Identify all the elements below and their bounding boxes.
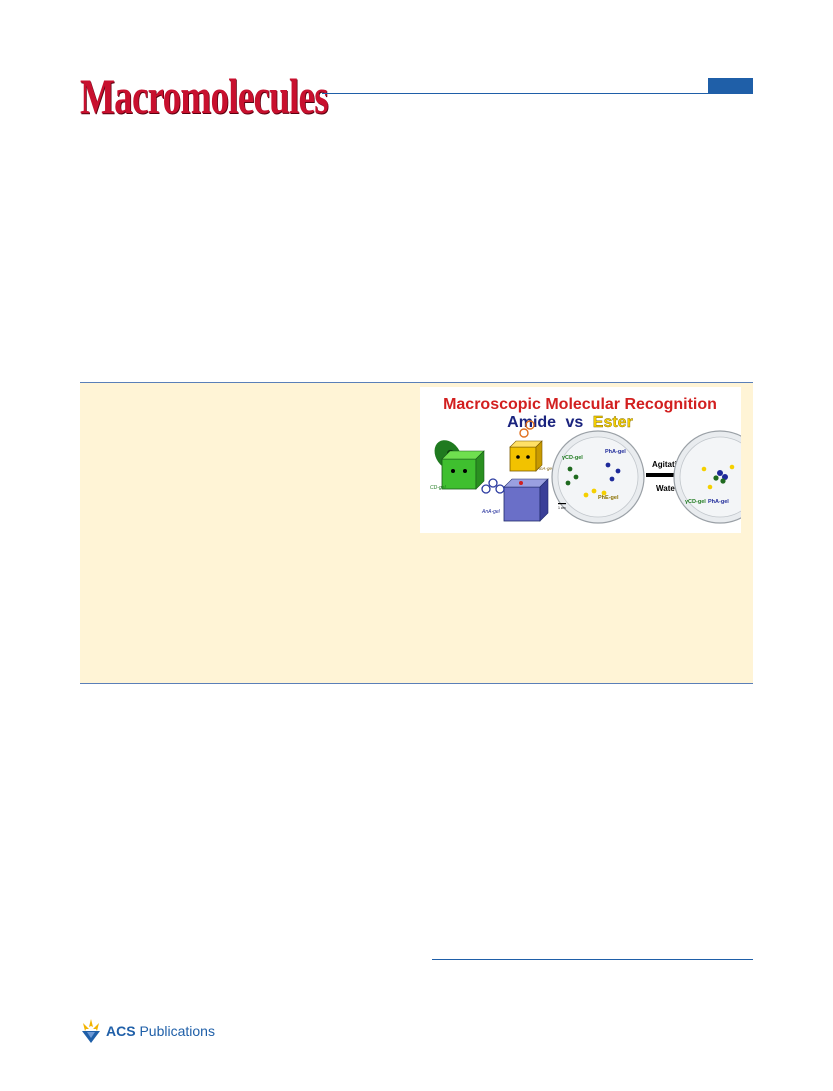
dish-right-label-cd: γCD-gel: [685, 499, 706, 505]
green-gel-dot: [565, 480, 571, 486]
dish-left-label-phe: PhE-gel: [598, 495, 619, 501]
publisher-logo: ACS Publications: [80, 1018, 215, 1044]
green-cube-eye: [451, 469, 455, 473]
toc-graphic-svg: Macroscopic Molecular Recognition Amide …: [430, 396, 741, 524]
green-gel-dot: [567, 466, 573, 472]
petri-dish-left-inner: [557, 436, 639, 518]
label-aa-gel: AnA-gel: [481, 509, 501, 515]
acs-logo-icon: [82, 1019, 100, 1043]
yellow-cube-side: [535, 440, 543, 472]
label-ant-gel: AnA-gel: [536, 466, 554, 471]
dish-right-label-pha: PhA-gel: [708, 499, 729, 505]
yellow-gel-dot: [729, 464, 735, 470]
yellow-cube-eye: [526, 455, 530, 459]
yellow-gel-dot: [601, 490, 607, 496]
yellow-gel-dot: [583, 492, 589, 498]
blue-gel-cube: [503, 486, 541, 522]
petri-dish-right-inner: [679, 436, 741, 518]
publisher-name: ACS Publications: [106, 1023, 215, 1039]
journal-title: Macromolecules: [80, 68, 329, 124]
scale-bar-label: 1 cm: [558, 506, 566, 510]
green-gel-cube: [441, 458, 477, 490]
footnote-rule: [432, 959, 753, 960]
blue-gel-dot: [605, 462, 611, 468]
aggregate-dot: [717, 470, 723, 476]
anthracene-ring-icon: [481, 484, 491, 494]
dish-left-label-pha: PhA-gel: [605, 449, 626, 455]
yellow-gel-dot: [591, 488, 597, 494]
blue-gel-dot: [609, 476, 615, 482]
aggregate-dot: [720, 478, 726, 484]
yellow-gel-dot: [701, 466, 707, 472]
green-cube-eye: [463, 469, 467, 473]
green-cube-side: [475, 450, 485, 490]
phenyl-ring-icon: [519, 428, 529, 438]
header-tab: [708, 78, 753, 94]
publisher-name-rest: Publications: [135, 1023, 215, 1039]
blue-cube-side: [539, 478, 549, 522]
toc-subtitle-amide: Amide: [507, 414, 556, 431]
label-cd-gel: CD-gel: [430, 485, 446, 491]
anthracene-ring-icon: [495, 484, 505, 494]
yellow-gel-cube: [509, 446, 537, 472]
amide-group-icon: [519, 481, 523, 485]
toc-subtitle-vs: vs: [566, 414, 584, 431]
toc-subtitle: Amide vs Ester: [507, 414, 633, 431]
yellow-cube-eye: [516, 455, 520, 459]
green-gel-dot: [573, 474, 579, 480]
aggregate-dot: [713, 475, 719, 481]
toc-title: Macroscopic Molecular Recognition: [443, 396, 717, 413]
scale-bar: [558, 503, 566, 505]
anthracene-ring-icon: [488, 478, 498, 488]
yellow-gel-dot: [707, 484, 713, 490]
toc-subtitle-ester: Ester: [593, 414, 633, 431]
arrow-shaft: [646, 473, 684, 477]
phenyl-ring-icon: [525, 420, 535, 430]
publisher-name-bold: ACS: [106, 1023, 136, 1039]
toc-graphic: Macroscopic Molecular Recognition Amide …: [420, 387, 741, 533]
arrow-label-agitation: Agitation: [652, 460, 687, 469]
header-rule: [322, 93, 708, 94]
blue-gel-dot: [615, 468, 621, 474]
arrow-label-water: Water: [656, 484, 678, 493]
dish-left-label-cd: γCD-gel: [562, 455, 583, 461]
